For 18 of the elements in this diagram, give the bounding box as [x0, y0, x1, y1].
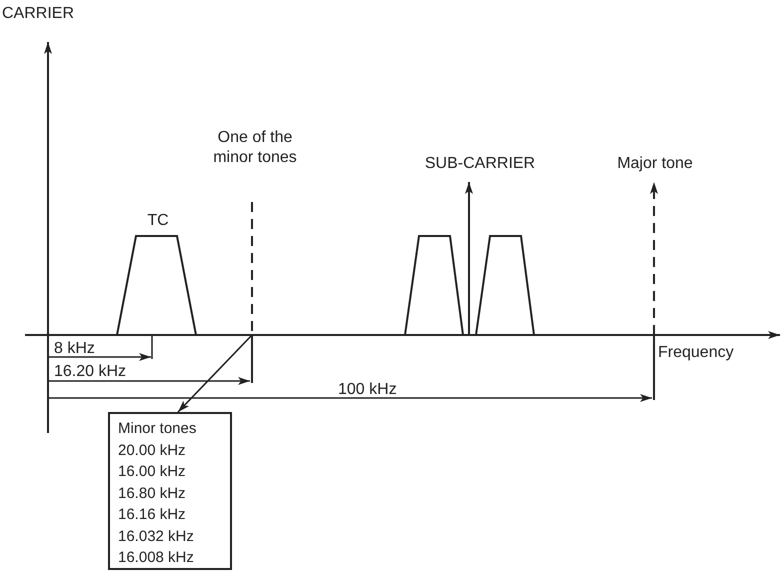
dimension-label: 100 kHz: [338, 380, 397, 400]
signal-label: One of the minor tones: [212, 128, 298, 168]
axis-label: Frequency: [658, 343, 734, 363]
tone-value: 16.16 kHz: [118, 505, 187, 525]
dimension-label: 8 kHz: [54, 339, 95, 359]
leader-arrow: [177, 334, 253, 413]
signal-label: TC: [147, 211, 169, 231]
tone-value: 16.032 kHz: [118, 526, 195, 546]
tone-value: 20.00 kHz: [118, 440, 187, 460]
box-heading: Minor tones: [118, 419, 198, 439]
tone-list-box: [108, 412, 232, 570]
tone-value: 16.80 kHz: [118, 484, 187, 504]
tone-value: 16.00 kHz: [118, 462, 187, 482]
axis-label: CARRIER: [2, 4, 74, 24]
dimension-label: 16.20 kHz: [54, 362, 126, 382]
signal-label: SUB-CARRIER: [424, 154, 536, 174]
signal-label: Major tone: [617, 154, 693, 174]
tone-value: 16.008 kHz: [118, 548, 195, 568]
